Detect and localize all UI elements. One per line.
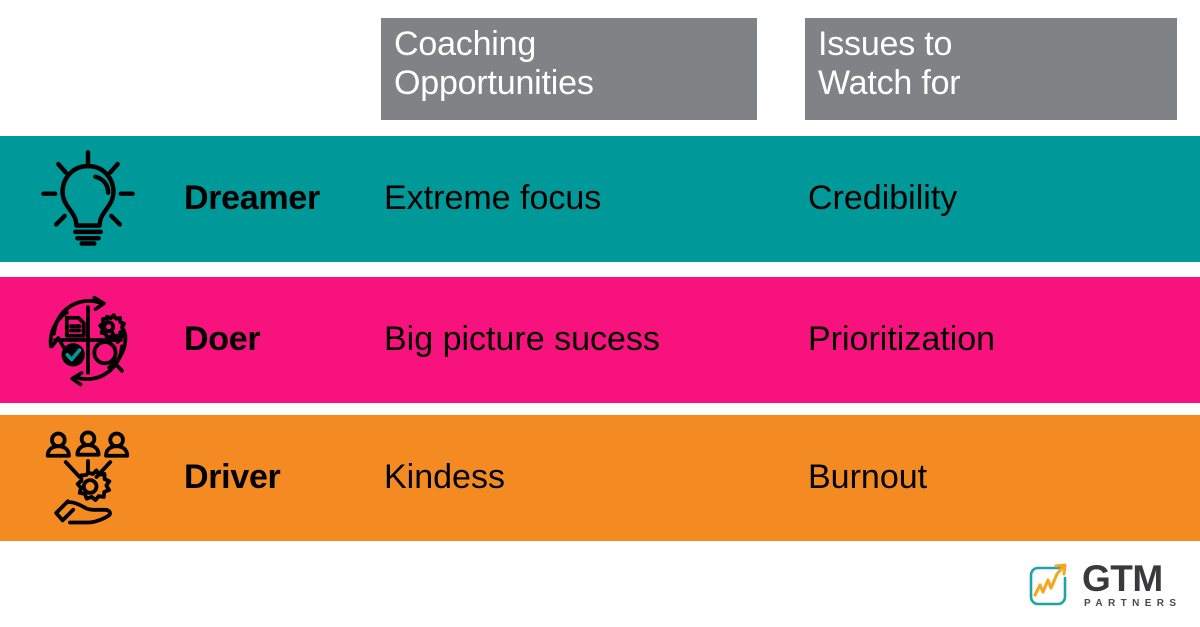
row-icon-cell [0,277,175,403]
table-row-doer: Doer Big picture sucess Prioritization [0,277,1200,403]
row-coaching-opportunity-dreamer: Extreme focus [384,179,602,218]
row-type-doer: Doer [184,320,261,359]
people-gear-hand-icon [35,425,141,531]
row-type-dreamer: Dreamer [184,179,320,218]
row-issue-to-watch-driver: Burnout [808,458,928,497]
row-type-driver: Driver [184,458,281,497]
row-icon-cell [0,136,175,262]
header-issues-to-watch-for: Issues to Watch for [805,18,1177,120]
row-issue-to-watch-doer: Prioritization [808,320,996,359]
table-header: Coaching Opportunities Issues to Watch f… [0,0,1200,136]
logo-wordmark: GTM PARTNERS [1082,557,1182,611]
gtm-arrow-chart-icon [1025,561,1075,611]
lightbulb-icon [35,146,141,252]
row-coaching-opportunity-doer: Big picture sucess [384,320,660,359]
row-icon-cell [0,415,175,541]
gtm-partners-logo: GTM PARTNERS [1025,558,1185,614]
row-coaching-opportunity-driver: Kindess [384,458,505,497]
row-issue-to-watch-dreamer: Credibility [808,179,958,218]
table-row-dreamer: Dreamer Extreme focus Credibility [0,136,1200,262]
logo-tagline: PARTNERS [1084,598,1182,610]
logo-name: GTM [1082,557,1163,599]
header-coaching-opportunities: Coaching Opportunities [381,18,757,120]
table-row-driver: Driver Kindess Burnout [0,415,1200,541]
process-cycle-icon [35,287,141,393]
